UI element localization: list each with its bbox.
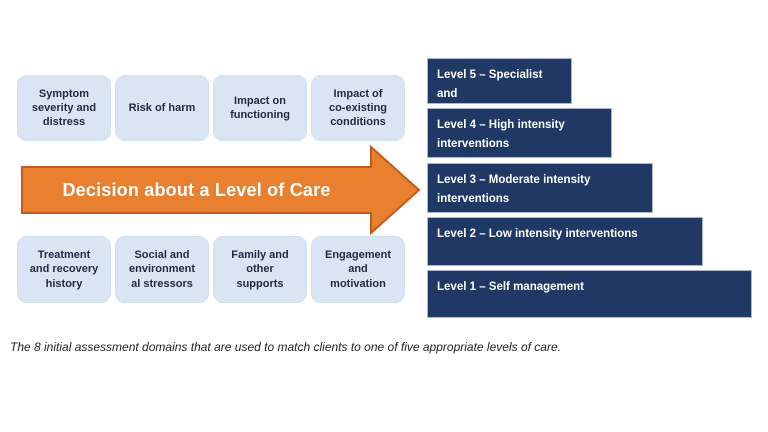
- level-bar-1: Level 1 – Self management: [427, 270, 752, 318]
- domain-box-label: Impact on functioning: [230, 94, 290, 121]
- level-bar-2: Level 2 – Low intensity interventions: [427, 217, 703, 266]
- domain-box-label: Impact of co-existing conditions: [328, 87, 388, 129]
- figure-caption: The 8 initial assessment domains that ar…: [10, 340, 561, 354]
- domain-box-engagement-motivation: Engagement and motivation: [311, 236, 405, 303]
- domain-box-label: Symptom severity and distress: [31, 87, 97, 129]
- domain-box-social-environmental: Social and environment al stressors: [115, 236, 209, 303]
- domain-box-label: Treatment and recovery history: [29, 249, 99, 290]
- domain-box-coexisting-conditions: Impact of co-existing conditions: [311, 75, 405, 141]
- domain-box-label: Engagement and motivation: [324, 249, 391, 290]
- domain-box-risk-of-harm: Risk of harm: [115, 75, 209, 141]
- level-bar-label: Level 2 – Low intensity interventions: [437, 228, 638, 240]
- domain-box-family-supports: Family and other supports: [213, 236, 307, 303]
- domain-box-symptom-severity: Symptom severity and distress: [17, 75, 111, 141]
- decision-arrow: [21, 145, 421, 236]
- domain-box-label: Social and environment al stressors: [128, 249, 195, 290]
- level-bar-5: Level 5 – Specialist and acute services: [427, 58, 572, 118]
- domain-box-impact-functioning: Impact on functioning: [213, 75, 307, 141]
- level-bar-4: Level 4 – High intensity interventions: [427, 108, 612, 158]
- domain-box-label: Risk of harm: [128, 101, 196, 114]
- level-bar-3: Level 3 – Moderate intensity interventio…: [427, 163, 653, 213]
- domain-box-treatment-history: Treatment and recovery history: [17, 236, 111, 303]
- domain-box-label: Family and other supports: [231, 249, 289, 290]
- decision-arrow-label: Decision about a Level of Care: [62, 179, 331, 200]
- decision-arrow-shape: [21, 145, 421, 236]
- level-bar-label: Level 3 – Moderate intensity interventio…: [437, 174, 591, 205]
- level-bar-label: Level 1 – Self management: [437, 281, 585, 293]
- level-bar-label: Level 4 – High intensity interventions: [437, 119, 565, 150]
